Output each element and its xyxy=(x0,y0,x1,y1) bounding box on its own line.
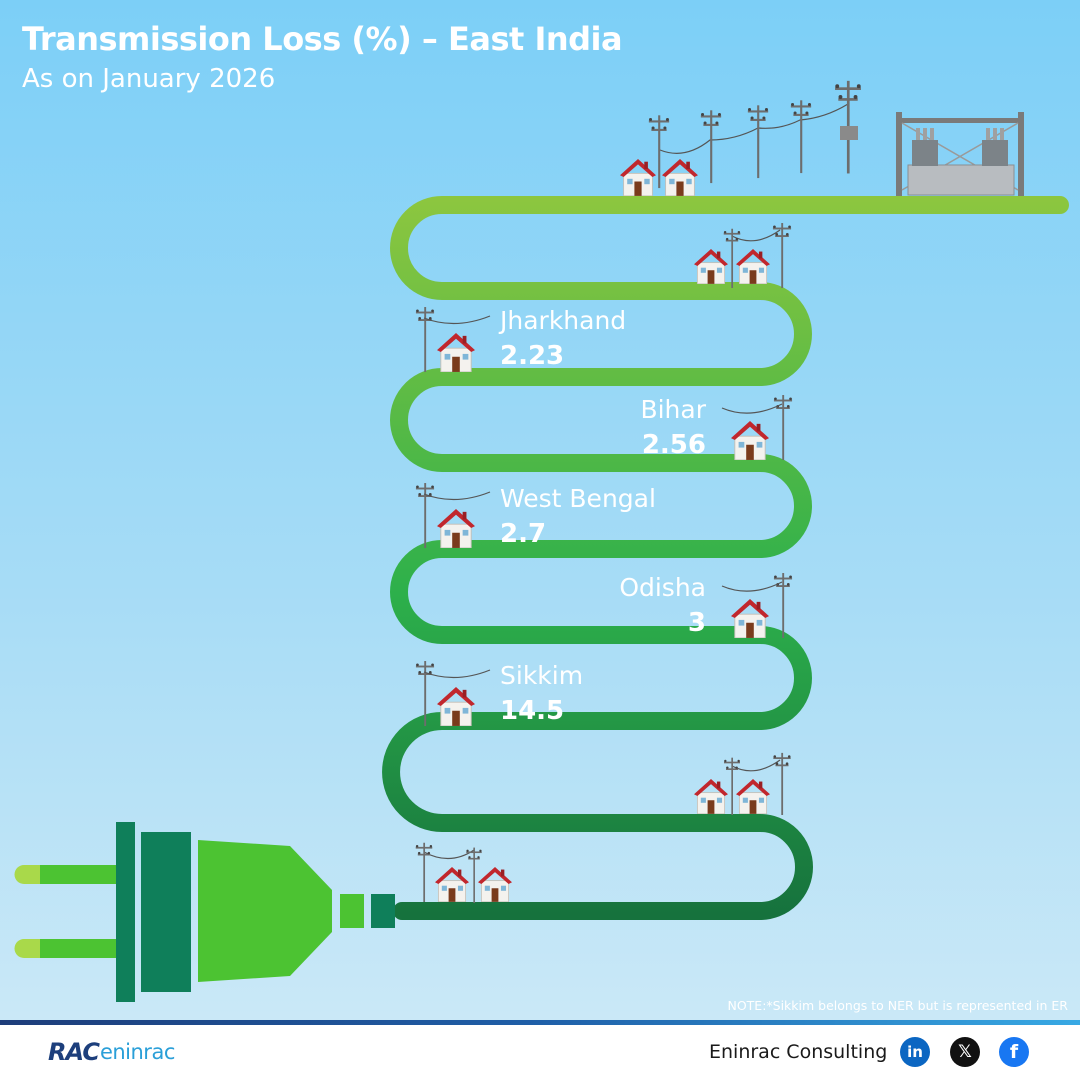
house-icon xyxy=(694,248,728,284)
footer-divider xyxy=(0,1020,1080,1025)
plug-icon xyxy=(14,822,395,1002)
state-value: 14.5 xyxy=(500,696,564,726)
house-icon xyxy=(662,158,698,196)
house-icon xyxy=(620,158,656,196)
electric-pole-icon xyxy=(773,573,793,638)
pole-transformer-icon xyxy=(840,126,858,140)
top-street-scene xyxy=(620,80,1024,196)
house-icon xyxy=(731,420,769,460)
electric-pole-icon xyxy=(466,847,482,903)
logo-eninrac-text: eninrac xyxy=(99,1040,175,1064)
footnote: NOTE:*Sikkim belongs to NER but is repre… xyxy=(727,998,1068,1013)
state-row: Jharkhand 2.23 xyxy=(415,306,626,372)
state-row: Sikkim 14.5 xyxy=(415,661,583,726)
page-title: Transmission Loss (%) – East India xyxy=(22,20,623,58)
substation-icon xyxy=(896,112,1024,196)
infographic-scene: Jharkhand 2.23 Bihar 2.56 West Bengal 2.… xyxy=(14,80,1069,1002)
house-cluster-upper xyxy=(694,223,792,288)
state-label: Sikkim xyxy=(500,661,583,690)
house-cluster-bottom xyxy=(415,842,512,903)
electric-pole-icon xyxy=(415,842,433,902)
linkedin-icon[interactable]: in xyxy=(900,1037,930,1067)
electric-pole-icon xyxy=(724,757,740,815)
house-cluster-lower xyxy=(694,752,791,815)
house-icon xyxy=(694,778,728,814)
page-subtitle: As on January 2026 xyxy=(22,64,276,94)
state-rows: Jharkhand 2.23 Bihar 2.56 West Bengal 2.… xyxy=(415,306,793,726)
electric-pole-icon xyxy=(773,395,793,460)
electric-pole-icon xyxy=(415,307,435,372)
house-icon xyxy=(437,332,475,372)
house-icon xyxy=(736,248,770,284)
x-icon[interactable]: 𝕏 xyxy=(950,1037,980,1067)
electric-pole-icon xyxy=(723,228,741,288)
state-label: West Bengal xyxy=(500,484,656,513)
state-value: 3 xyxy=(688,608,706,638)
state-label: Jharkhand xyxy=(498,306,626,335)
state-value: 2.23 xyxy=(500,341,564,371)
electric-pole-icon xyxy=(700,110,722,184)
eninrac-logo: RAC eninrac xyxy=(48,1037,175,1067)
electric-pole-icon xyxy=(790,100,812,174)
company-name: Eninrac Consulting xyxy=(709,1041,888,1063)
state-row: Bihar 2.56 xyxy=(640,395,793,460)
power-cable xyxy=(382,196,1069,920)
house-icon xyxy=(478,866,512,902)
footer: RAC eninrac Eninrac Consulting in 𝕏 f xyxy=(0,1025,1080,1080)
electric-pole-icon xyxy=(747,105,769,179)
electric-pole-icon xyxy=(415,483,435,548)
house-icon xyxy=(731,598,769,638)
house-icon xyxy=(437,508,475,548)
house-icon xyxy=(437,686,475,726)
logo-rac-text: RAC xyxy=(48,1038,100,1066)
state-value: 2.56 xyxy=(642,430,706,460)
state-row: Odisha 3 xyxy=(619,573,793,638)
state-value: 2.7 xyxy=(500,519,546,549)
state-row: West Bengal 2.7 xyxy=(415,483,656,549)
state-label: Odisha xyxy=(619,573,706,602)
state-label: Bihar xyxy=(640,395,706,424)
house-icon xyxy=(736,778,770,814)
house-icon xyxy=(435,866,469,902)
facebook-icon[interactable]: f xyxy=(999,1037,1029,1067)
